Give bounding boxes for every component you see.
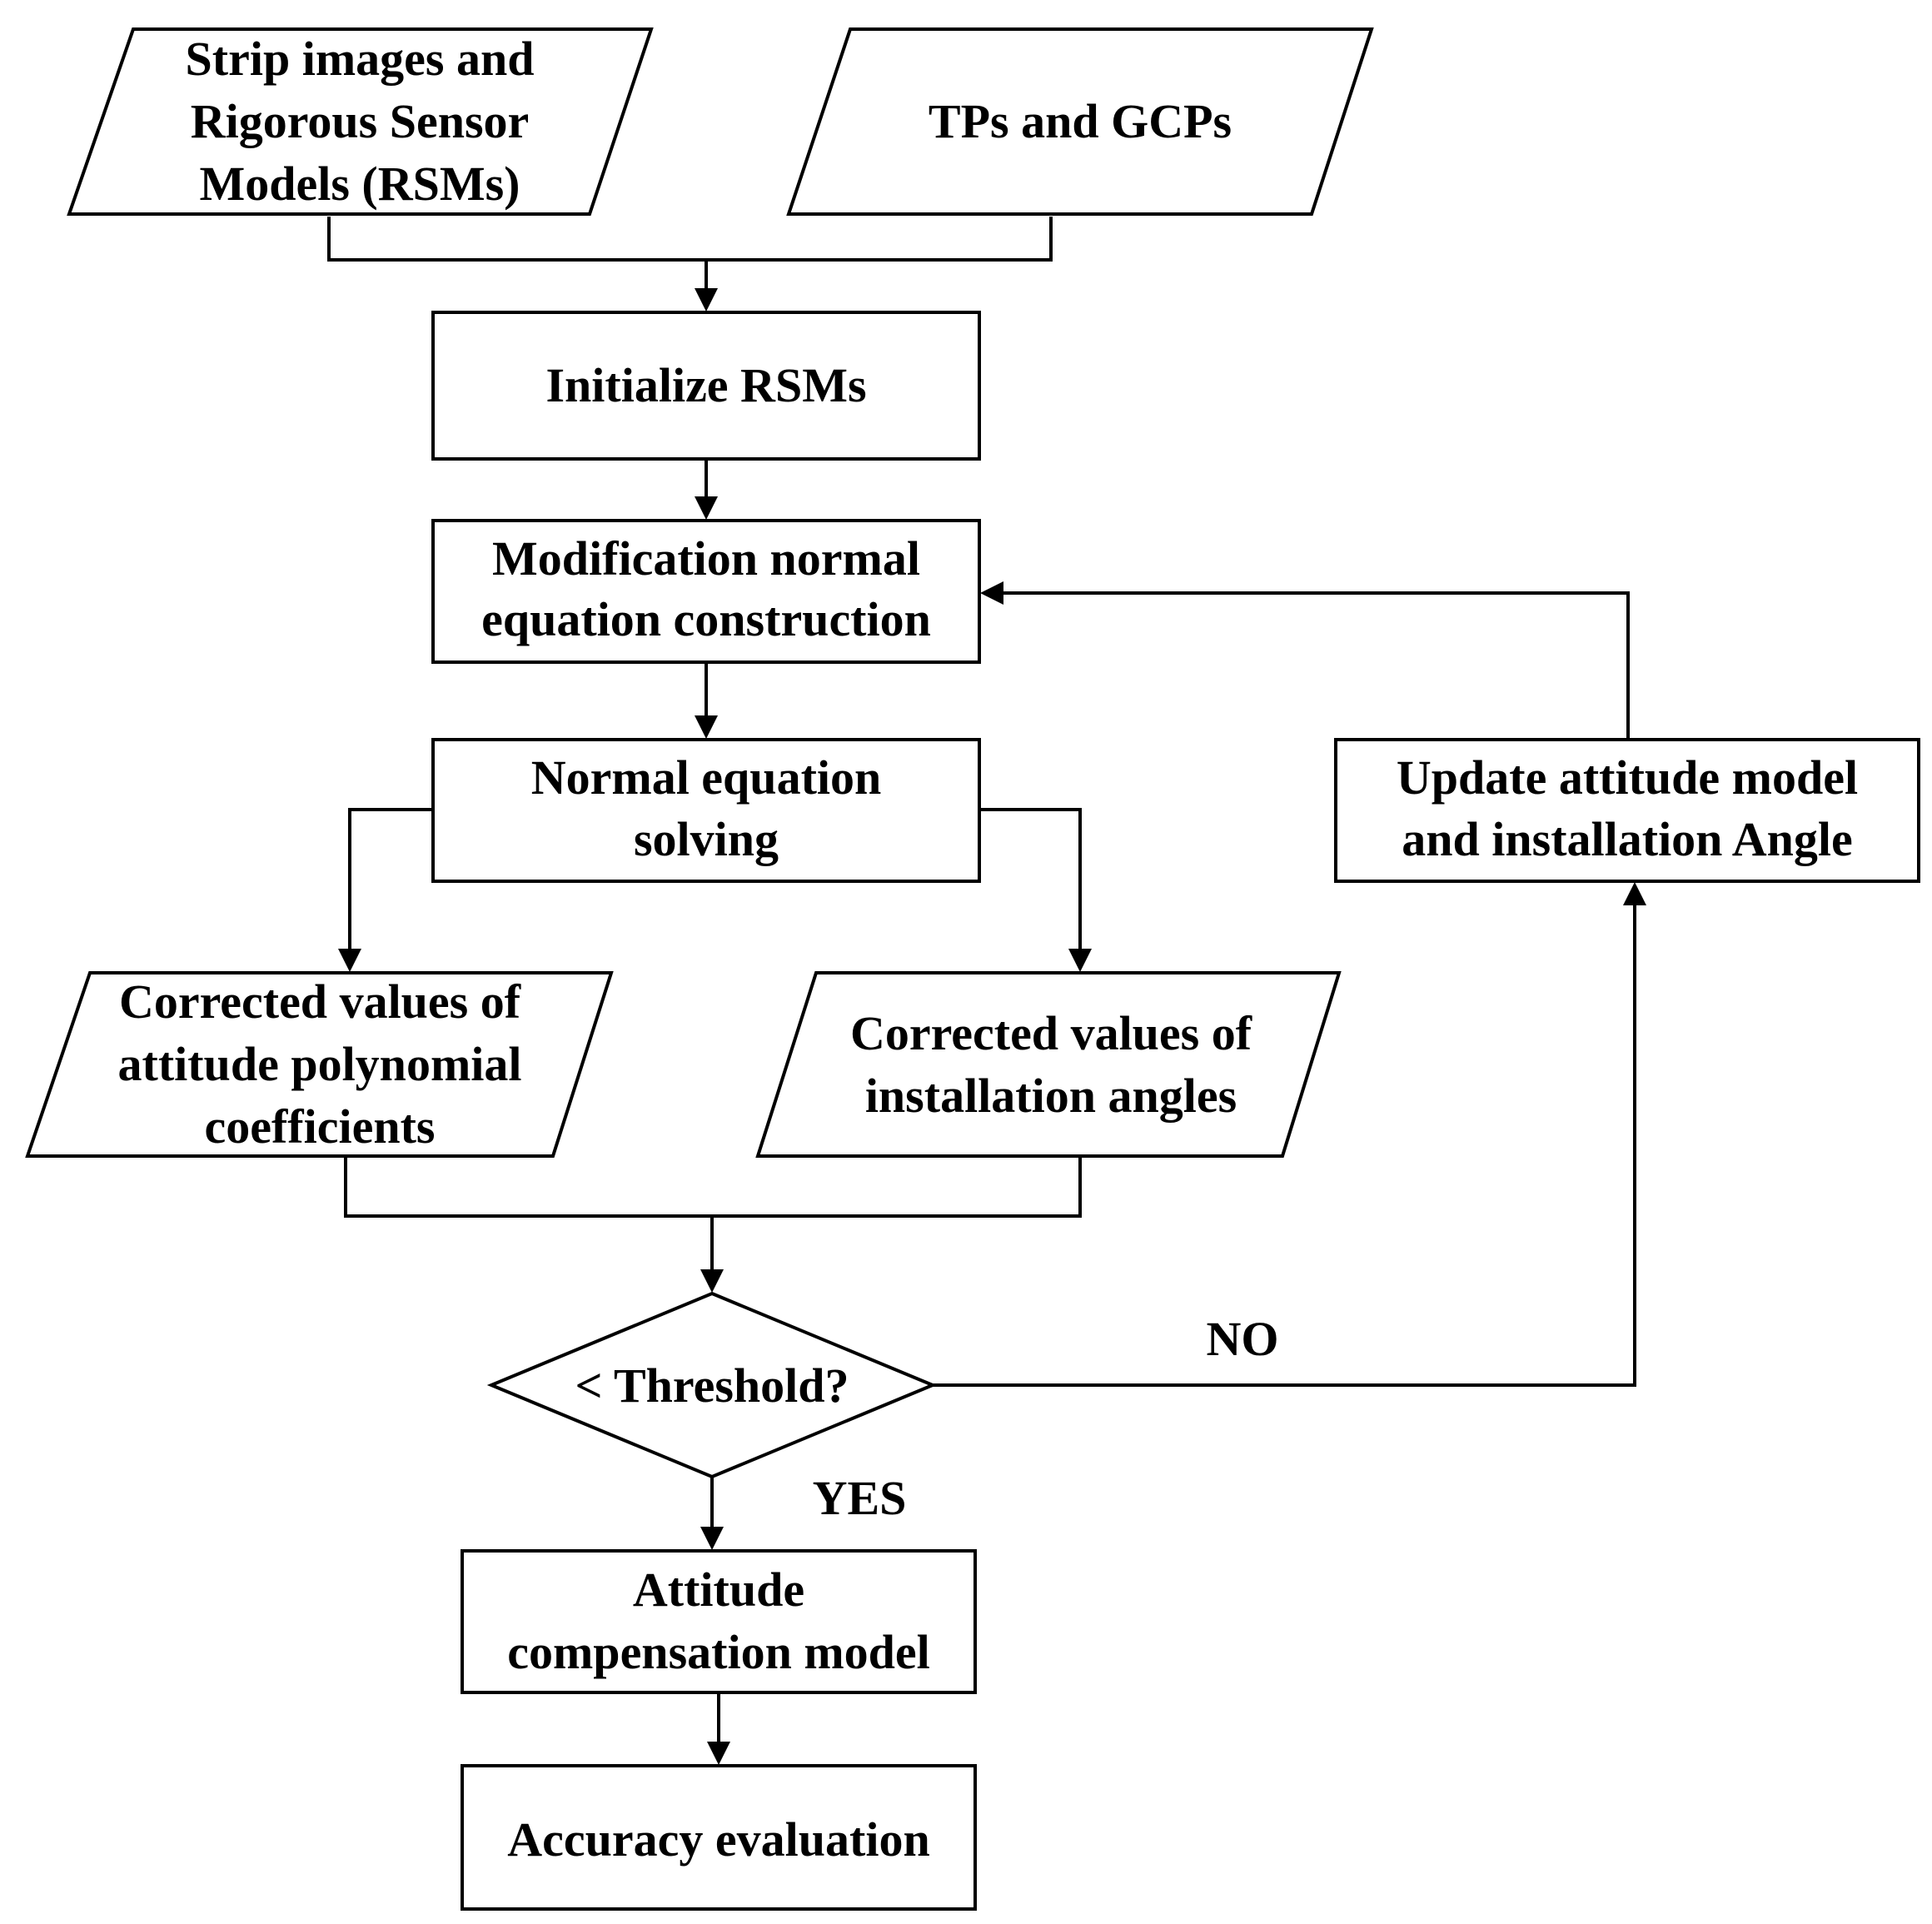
initialize-label: Initialize RSMs <box>545 358 866 412</box>
strip-images-line-3: Models (RSMs) <box>199 157 520 211</box>
arrowhead-threshold <box>700 1269 724 1293</box>
strip-images-line-2: Rigorous Sensor <box>191 94 530 148</box>
corrected-attitude-label: Corrected values of attitude polynomial … <box>118 974 522 1154</box>
attitude-model-label: Attitude compensation model <box>507 1563 930 1679</box>
initialize-box <box>431 311 981 461</box>
strip-images-parallelogram <box>67 27 654 216</box>
update-line-2: and installation Angle <box>1402 812 1852 866</box>
corrected-installation-line-2: installation angles <box>865 1069 1237 1123</box>
no-branch-label: NO <box>1207 1312 1279 1366</box>
arrowhead-update <box>1623 882 1646 905</box>
strip-images-line-1: Strip images and <box>186 32 535 86</box>
arrowhead-corrected-installation <box>1068 949 1092 972</box>
corrected-installation-label: Corrected values of installation angles <box>850 1006 1252 1123</box>
arrowhead-modification-feedback <box>980 581 1003 605</box>
connector-no-branch <box>933 904 1636 1387</box>
attitude-model-box <box>461 1549 977 1694</box>
corrected-attitude-line-1: Corrected values of <box>119 974 521 1029</box>
arrowhead-solving <box>695 715 718 739</box>
update-label: Update attitude model and installation A… <box>1397 750 1858 866</box>
corrected-attitude-line-3: coefficients <box>205 1099 436 1154</box>
corrected-installation-parallelogram <box>755 971 1342 1158</box>
arrowhead-accuracy <box>707 1742 730 1765</box>
normal-solving-line-1: Normal equation <box>531 750 882 805</box>
connector-update-to-modification <box>1002 591 1630 740</box>
strip-images-label: Strip images and Rigorous Sensor Models … <box>186 32 535 211</box>
connector-corrected-merge <box>344 1158 1082 1218</box>
connector-solving-to-installation <box>979 808 1082 950</box>
update-line-1: Update attitude model <box>1397 750 1858 805</box>
attitude-model-line-2: compensation model <box>507 1625 930 1679</box>
accuracy-box <box>461 1764 977 1911</box>
tps-gcps-label: TPs and GCPs <box>929 94 1232 148</box>
tps-gcps-parallelogram <box>786 27 1374 216</box>
arrowhead-attitude-model <box>700 1527 724 1550</box>
corrected-attitude-parallelogram <box>25 971 614 1158</box>
arrowhead-initialize <box>695 288 718 312</box>
corrected-attitude-line-2: attitude polynomial <box>118 1037 522 1091</box>
modification-line-1: Modification normal <box>492 531 920 586</box>
normal-solving-line-2: solving <box>634 812 779 866</box>
update-box <box>1334 738 1920 883</box>
attitude-model-line-1: Attitude <box>633 1563 804 1617</box>
modification-label: Modification normal equation constructio… <box>481 531 931 646</box>
normal-solving-label: Normal equation solving <box>531 750 882 866</box>
arrowhead-modification <box>695 496 718 520</box>
modification-line-2: equation construction <box>481 592 931 646</box>
arrowhead-corrected-attitude <box>338 949 361 972</box>
yes-branch-label: YES <box>813 1471 907 1525</box>
threshold-label: < Threshold? <box>575 1358 849 1413</box>
corrected-installation-line-1: Corrected values of <box>850 1006 1252 1060</box>
connector-inputs-merge <box>327 217 1053 262</box>
accuracy-label: Accuracy evaluation <box>507 1812 929 1867</box>
connector-solving-to-attitude <box>348 808 433 950</box>
